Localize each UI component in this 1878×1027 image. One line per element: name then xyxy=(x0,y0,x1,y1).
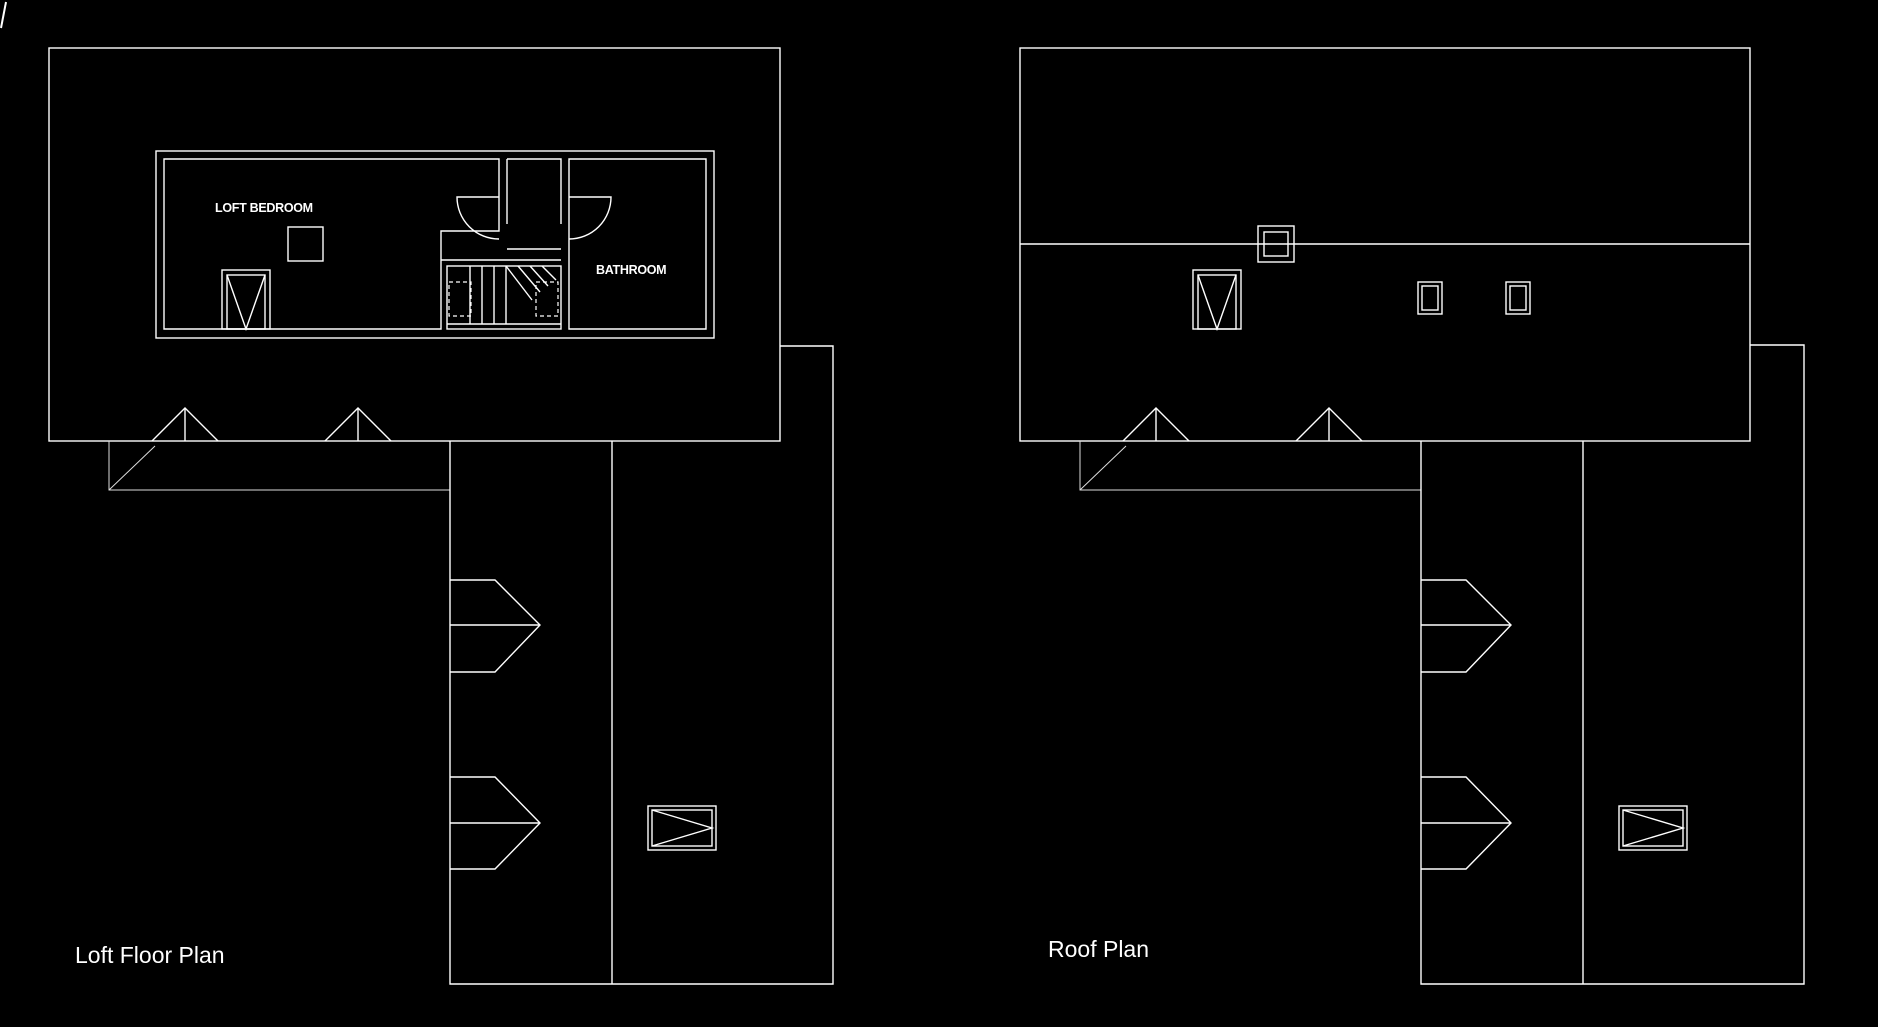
roof-wing-rooflight-sash xyxy=(1622,809,1686,847)
loft-bathroom-door xyxy=(568,196,612,240)
corner-tick xyxy=(0,1,7,29)
loft-stair-frame xyxy=(446,265,562,330)
loft-main-outline xyxy=(48,47,781,442)
roof-projection-diagonal xyxy=(1079,445,1127,491)
loft-lower-projection xyxy=(108,441,450,491)
roof-chimney-outer xyxy=(1257,225,1295,263)
loft-bedroom-door xyxy=(456,196,500,240)
loft-bedroom-window-sash xyxy=(226,274,266,332)
loft-bedroom-square xyxy=(287,226,324,262)
loft-projection-diagonal xyxy=(108,445,156,491)
loft-bathroom-label: BATHROOM xyxy=(596,263,666,277)
loft-stair-unit-left xyxy=(448,281,472,317)
loft-stair-treads xyxy=(469,265,557,324)
loft-bedroom-label: LOFT BEDROOM xyxy=(215,201,313,215)
roof-plan-title: Roof Plan xyxy=(1048,936,1149,962)
roof-window-outer xyxy=(1192,269,1242,330)
loft-wing-rooflight-outer xyxy=(647,805,717,851)
loft-stair-unit-right xyxy=(535,281,559,317)
loft-floor-plan: LOFT BEDROOM BATHROOM Loft Floor Plan xyxy=(48,47,834,985)
roof-vent-2-inner xyxy=(1509,285,1527,311)
loft-plan-title: Loft Floor Plan xyxy=(75,942,225,968)
roof-wing-outline xyxy=(1420,344,1805,985)
roof-vent-2-outer xyxy=(1505,281,1531,315)
roof-window-inner xyxy=(1197,274,1237,330)
roof-vent-1-inner xyxy=(1421,285,1439,311)
loft-wing-dormer-1 xyxy=(450,579,541,673)
loft-bathroom-inner-wall xyxy=(568,158,707,330)
roof-wing-rooflight-inner xyxy=(1622,809,1684,847)
roof-chimney-inner xyxy=(1263,231,1289,257)
roof-wing-rooflight-outer xyxy=(1618,805,1688,851)
loft-bedroom-window-inner xyxy=(226,274,266,330)
roof-lower-projection xyxy=(1079,441,1421,491)
loft-room-outer-wall xyxy=(155,150,715,339)
roof-window-sash xyxy=(1197,274,1237,332)
roof-plan: Roof Plan xyxy=(1019,47,1805,985)
roof-wing-dormer-1 xyxy=(1421,579,1512,673)
loft-bedroom-inner-wall xyxy=(163,158,500,330)
loft-bedroom-window-outer xyxy=(221,269,271,330)
loft-hall-top-wall xyxy=(507,158,562,224)
loft-wing-outline xyxy=(449,345,834,985)
loft-wing-rooflight-sash xyxy=(651,809,715,847)
loft-wing-rooflight-inner xyxy=(651,809,713,847)
roof-vent-1-outer xyxy=(1417,281,1443,315)
